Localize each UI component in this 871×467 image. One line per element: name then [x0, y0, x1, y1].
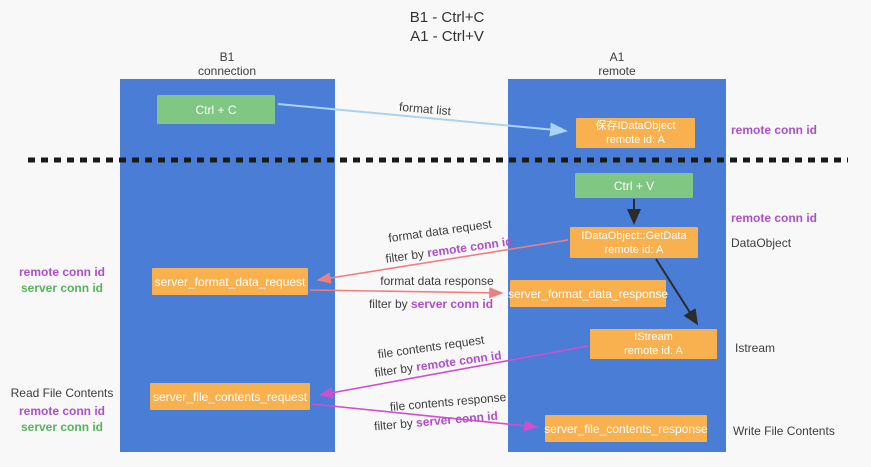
lane-right-name: A1	[609, 50, 625, 64]
getdata-line1: IDataObject::GetData	[581, 229, 687, 242]
left-remote-conn-id-top: remote conn id	[18, 265, 105, 279]
lane-right-sub: remote	[598, 64, 636, 78]
filter-by-text-4: filter by	[373, 416, 414, 434]
server-conn-id-text-2: server conn id	[415, 408, 499, 430]
save-idataobject-line1: 保存IDataObject	[595, 120, 676, 132]
lane-left-sub: connection	[197, 64, 257, 78]
lane-header-left: B1 connection	[198, 50, 256, 78]
left-remote-conn-id-bottom: remote conn id	[18, 404, 105, 418]
left-server-conn-id-bottom: server conn id	[20, 420, 104, 434]
left-server-conn-id-top: server conn id	[20, 281, 104, 295]
ctrl-v-box: Ctrl + V	[575, 173, 693, 198]
server-format-data-request-box: server_format_data_request	[152, 268, 308, 295]
getdata-box: IDataObject::GetData remote id: A	[570, 227, 698, 258]
server-conn-id-text-1: server conn id	[411, 297, 494, 311]
ctrl-c-box: Ctrl + C	[157, 95, 275, 124]
filter-by-text-2: filter by	[368, 297, 408, 311]
format-data-response-filter-label: filter by server conn id	[369, 297, 493, 311]
save-idataobject-line2: remote id: A	[606, 134, 665, 146]
format-data-response-arrow	[309, 287, 504, 299]
format-data-response-label: format data response	[380, 274, 494, 288]
write-file-contents-annotation: Write File Contents	[733, 424, 835, 438]
getdata-line2: remote id: A	[604, 243, 664, 256]
diagram-title: B1 - Ctrl+C A1 - Ctrl+V	[410, 8, 485, 46]
save-idataobject-box: 保存IDataObject remote id: A	[576, 118, 695, 148]
server-format-data-request-label: server_format_data_request	[154, 274, 306, 289]
ctrl-c-label: Ctrl + C	[195, 102, 237, 117]
server-format-data-response-box: server_format_data_response	[507, 280, 669, 307]
ctrl-v-label: Ctrl + V	[613, 178, 655, 193]
filter-by-text-1: filter by	[384, 246, 425, 266]
lane-left-name: B1	[219, 50, 235, 64]
filter-by-text-3: filter by	[373, 360, 414, 380]
read-file-contents-annotation: Read File Contents	[10, 386, 114, 400]
server-file-contents-request-label: server_file_contents_request	[152, 389, 308, 404]
server-file-contents-response-box: server_file_contents_response	[544, 415, 708, 442]
istream-line1: IStream	[634, 331, 673, 343]
diagram-title-line1: B1 - Ctrl+C	[409, 9, 485, 26]
diagram-title-line2: A1 - Ctrl+V	[410, 28, 484, 45]
istream-box: IStream remote id: A	[590, 329, 717, 359]
server-format-data-response-label: server_format_data_response	[507, 286, 669, 301]
dataobject-annotation: DataObject	[731, 236, 792, 250]
format-list-label: format list	[398, 99, 452, 119]
server-file-contents-request-box: server_file_contents_request	[150, 383, 310, 410]
right-remote-conn-id-top: remote conn id	[731, 123, 818, 137]
right-remote-conn-id-mid: remote conn id	[731, 211, 818, 225]
server-file-contents-response-label: server_file_contents_response	[544, 421, 708, 436]
lane-header-right: A1 remote	[598, 50, 635, 78]
istream-line2: remote id: A	[624, 345, 683, 357]
istream-annotation: Istream	[735, 341, 776, 355]
